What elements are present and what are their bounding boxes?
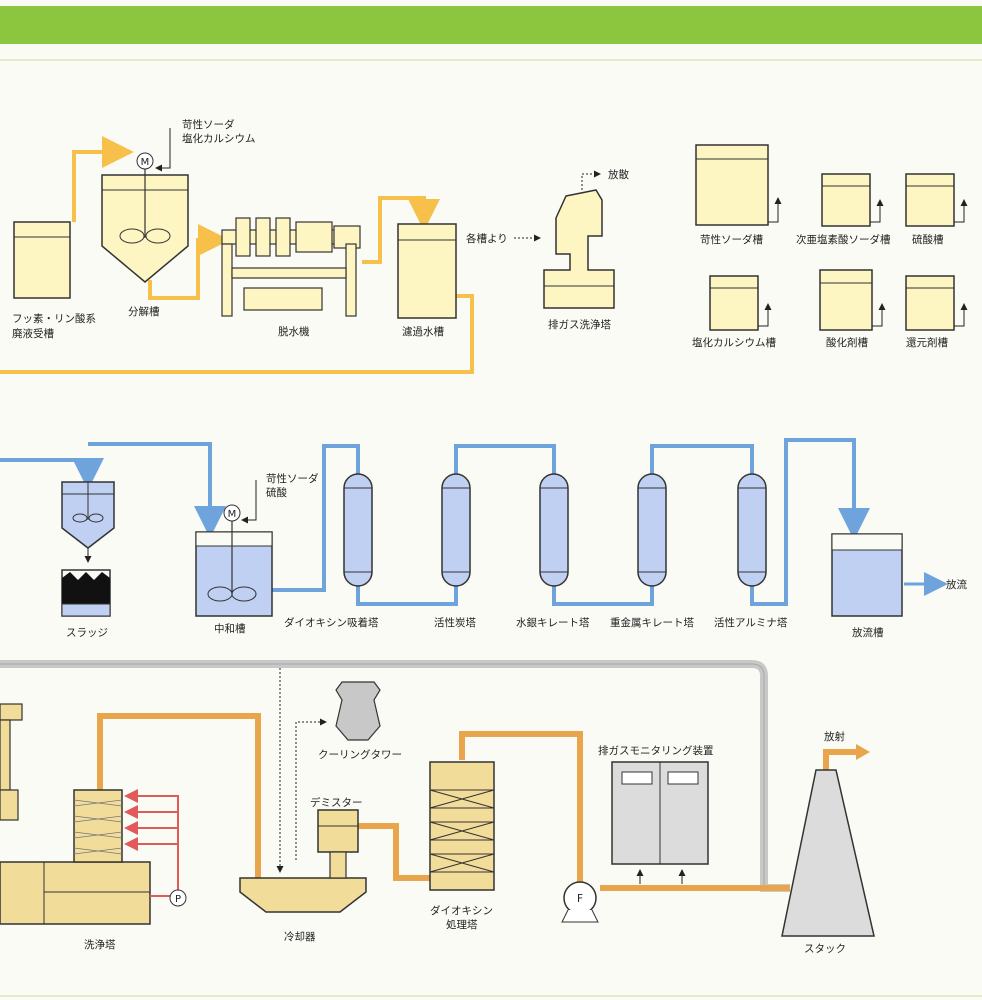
label-col-dioxin: ダイオキシン吸着塔 xyxy=(284,616,379,629)
pipe-inflow xyxy=(0,458,104,490)
label-reagent-top-2: 塩化カルシウム xyxy=(182,132,256,145)
column-carbon xyxy=(441,473,471,587)
label-cooler: 冷却器 xyxy=(284,930,316,943)
incinerator-fragment xyxy=(0,703,23,721)
label-monitor: 排ガスモニタリング装置 xyxy=(598,744,714,757)
label-discharge-out: 放流 xyxy=(946,578,967,591)
label-col-heavy: 重金属キレート塔 xyxy=(610,616,694,629)
label-neutral-reagents-2: 硫酸 xyxy=(266,486,287,499)
column-mercury xyxy=(539,473,569,587)
label-dewater-machine: 脱水機 xyxy=(278,325,310,338)
pipe-col2-col3 xyxy=(454,444,556,474)
motor-label: M xyxy=(141,157,150,168)
label-col-mercury: 水銀キレート塔 xyxy=(516,616,590,629)
spray-line xyxy=(126,795,179,897)
dioxin-treat-tower xyxy=(429,761,495,891)
duct-treat-to-fan xyxy=(459,731,583,888)
pipe-col3-col4 xyxy=(552,586,654,606)
section-fluoride-treatment: フッ素・リン酸系 廃液受槽 M 苛性ソーダ 塩化カルシウム 分解槽 脱水機 xyxy=(0,118,968,374)
label-dioxin-treat-2: 処理塔 xyxy=(446,918,478,931)
pipe-col4-col5 xyxy=(650,444,754,474)
chem-tank-sulfuric: 硫酸槽 xyxy=(905,173,968,246)
chem-tank-hypochlorite: 次亜塩素酸ソーダ槽 xyxy=(796,173,891,246)
label-chem-oxidizer: 酸化剤槽 xyxy=(826,336,868,349)
duct-stack-out xyxy=(823,749,858,770)
section-exhaust-treatment: P 洗浄塔 クーリングタワー 冷却器 デミスター ダイオキシン 処理塔 F xyxy=(0,660,875,955)
pipe-to-neutral xyxy=(88,442,226,538)
stack xyxy=(781,769,875,937)
chem-tank-oxidizer: 酸化剤槽 xyxy=(819,269,886,349)
label-reagent-top-1: 苛性ソーダ xyxy=(182,118,235,131)
monitor-cabinet xyxy=(611,761,709,865)
label-col-alumina: 活性アルミナ塔 xyxy=(714,616,788,629)
demister xyxy=(317,809,359,853)
duct-demister-to-treat xyxy=(356,823,430,881)
label-chem-caustic: 苛性ソーダ槽 xyxy=(700,233,763,246)
label-chem-calcium: 塩化カルシウム槽 xyxy=(692,336,776,349)
wash-tower xyxy=(0,789,151,925)
label-scrubber-from: 各槽より xyxy=(466,232,508,245)
label-neutral-tank: 中和槽 xyxy=(214,622,246,635)
label-chem-sulfuric: 硫酸槽 xyxy=(912,233,944,246)
label-discharge-tank: 放流槽 xyxy=(852,626,884,639)
motor-icon xyxy=(136,152,154,170)
pipe-col5-discharge xyxy=(750,438,870,606)
label-demister: デミスター xyxy=(310,796,363,809)
fan-label: F xyxy=(577,893,583,905)
label-scrubber: 排ガス洗浄塔 xyxy=(548,318,611,331)
pipe-col1-col2 xyxy=(356,586,458,606)
label-scrubber-to: 放散 xyxy=(608,168,629,181)
label-chem-reducer: 還元剤槽 xyxy=(906,336,948,349)
cooling-tower xyxy=(335,681,381,741)
label-col-carbon: 活性炭塔 xyxy=(434,616,476,629)
motor-label-neutral: M xyxy=(228,509,237,520)
label-filtrate-tank: 濾過水槽 xyxy=(402,325,444,338)
duct-wash-to-cooler xyxy=(97,713,261,878)
label-fluoride-tank-1: フッ素・リン酸系 xyxy=(12,312,96,325)
pump-label: P xyxy=(175,894,181,905)
label-sludge: スラッジ xyxy=(66,627,108,639)
motor-icon-neutral xyxy=(223,504,241,522)
column-alumina xyxy=(737,473,767,587)
pipe-decompose-to-dewater xyxy=(148,224,230,300)
section-water-treatment: スラッジ M 苛性ソーダ 硫酸 中和槽 xyxy=(0,438,967,639)
chem-tank-reducer: 還元剤槽 xyxy=(905,275,968,349)
label-dioxin-treat-1: ダイオキシン xyxy=(430,904,493,917)
pipe-dewater-to-filtrate xyxy=(362,196,440,264)
sludge-cake xyxy=(62,572,110,604)
label-stack-out: 放射 xyxy=(824,730,845,743)
scrubber-tower xyxy=(543,189,615,309)
label-neutral-reagents-1: 苛性ソーダ xyxy=(266,472,319,485)
label-chem-hypochlorite: 次亜塩素酸ソーダ槽 xyxy=(796,233,891,246)
column-dioxin xyxy=(343,473,373,587)
label-wash-tower: 洗浄塔 xyxy=(84,938,116,951)
pipe-neutral-to-columns xyxy=(272,444,360,592)
chem-tank-caustic: 苛性ソーダ槽 xyxy=(695,144,782,246)
header-band xyxy=(0,6,982,44)
column-heavy-metal xyxy=(637,473,667,587)
chem-tank-calcium: 塩化カルシウム槽 xyxy=(692,275,776,349)
pump-icon xyxy=(169,889,187,907)
label-decompose-tank: 分解槽 xyxy=(128,305,160,318)
pipe-fluoride-to-decompose xyxy=(72,136,134,222)
tank-filtrate xyxy=(397,223,457,319)
label-fluoride-tank-2: 廃液受槽 xyxy=(12,327,54,340)
label-stack: スタック xyxy=(804,943,846,955)
cooler xyxy=(239,877,367,913)
label-cooling-tower: クーリングタワー xyxy=(318,748,402,761)
dewater-machine xyxy=(221,217,361,317)
tank-fluoride xyxy=(13,221,71,299)
